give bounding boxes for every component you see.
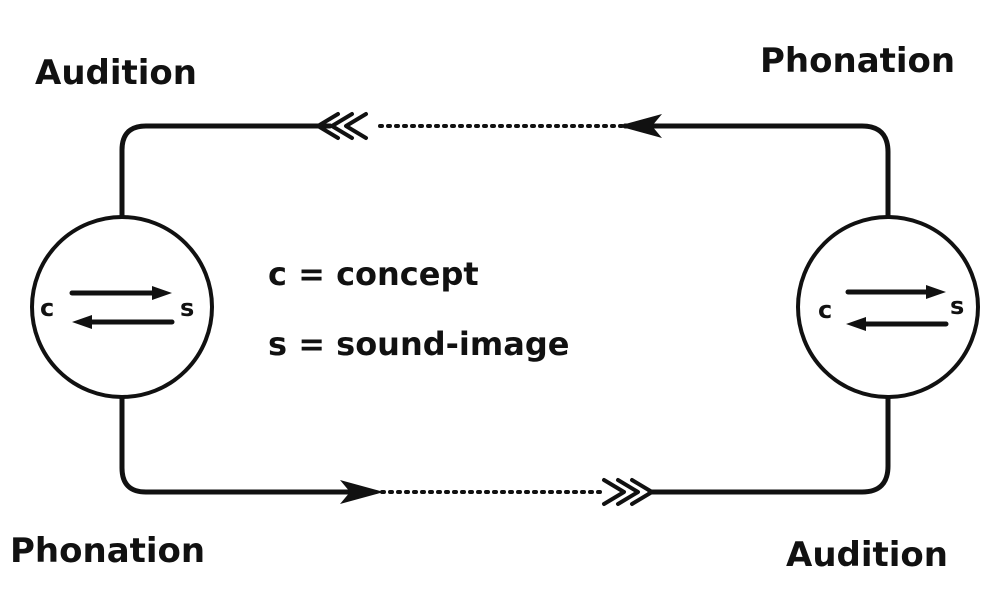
left-s-label: s xyxy=(180,294,194,322)
label-audition-top-left: Audition xyxy=(35,53,197,93)
right-head-circle xyxy=(796,215,980,399)
left-c-to-s-arrowhead xyxy=(152,286,172,300)
bottom-left-segment xyxy=(119,389,353,495)
label-phonation-top-right: Phonation xyxy=(760,41,955,81)
left-head-circle xyxy=(30,215,214,399)
bottom-circuit-path xyxy=(119,389,891,506)
right-s-to-c-arrowhead xyxy=(846,317,866,331)
right-speaker-circle: c s xyxy=(796,215,980,399)
top-left-segment xyxy=(119,123,333,221)
label-audition-bottom-right: Audition xyxy=(786,535,948,575)
left-c-label: c xyxy=(40,294,54,322)
left-speaker-circle: c s xyxy=(30,215,214,399)
top-arrowhead xyxy=(618,114,662,138)
label-phonation-bottom-left: Phonation xyxy=(10,531,205,571)
bottom-triple-chevron-arrow xyxy=(602,478,654,506)
left-s-to-c-arrowhead xyxy=(72,315,92,329)
legend-concept: c = concept xyxy=(268,255,479,293)
bottom-right-segment xyxy=(647,389,891,495)
top-triple-chevron-arrow xyxy=(316,112,368,140)
top-circuit-path xyxy=(119,112,891,221)
right-c-label: c xyxy=(818,296,832,324)
top-right-segment xyxy=(622,123,891,221)
legend-sound-image: s = sound-image xyxy=(268,325,569,363)
right-c-to-s-arrowhead xyxy=(926,285,946,299)
bottom-arrowhead xyxy=(340,480,384,504)
right-s-label: s xyxy=(950,292,964,320)
